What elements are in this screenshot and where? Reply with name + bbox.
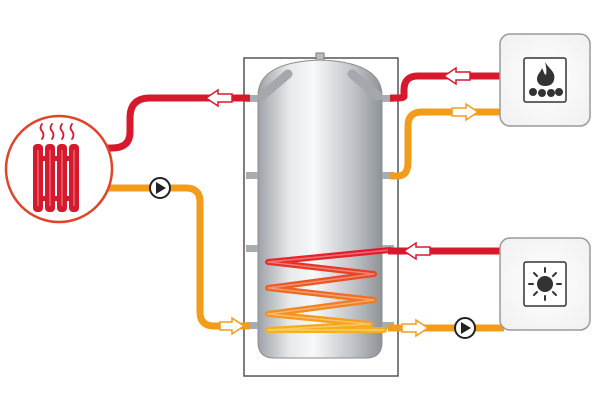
pump-icon <box>454 317 476 339</box>
flow-arrow <box>442 66 471 86</box>
pipe-tank-to-radiator <box>104 94 250 152</box>
heating-coil-highlight <box>267 249 391 331</box>
tank-port <box>246 245 258 252</box>
storage-tank <box>243 52 399 377</box>
flow-arrow <box>219 316 246 336</box>
flow-arrow <box>204 88 233 108</box>
radiator-node <box>4 114 114 224</box>
tank-inner-inlet <box>257 69 293 101</box>
tank-inner-inlet <box>347 69 383 101</box>
tank-port <box>382 95 394 102</box>
pump-icon <box>149 177 171 199</box>
pipe-boiler-to-tank <box>390 72 504 102</box>
tank-port <box>246 172 258 179</box>
flame-icon <box>523 57 567 103</box>
solar-node <box>499 237 591 331</box>
heating-coil <box>265 247 393 333</box>
radiator-icon <box>33 144 79 212</box>
flow-arrow <box>401 318 430 338</box>
tank-port <box>246 322 258 329</box>
tank-port <box>382 172 394 179</box>
tank-port <box>246 95 258 102</box>
flow-arrow <box>402 241 431 261</box>
heat-waves-icon <box>39 123 75 140</box>
flow-arrow <box>451 102 480 122</box>
boiler-node <box>499 33 591 127</box>
pipe-tank-to-boiler <box>390 108 504 180</box>
pipe-radiator-return <box>104 184 250 330</box>
sun-icon <box>523 261 567 307</box>
